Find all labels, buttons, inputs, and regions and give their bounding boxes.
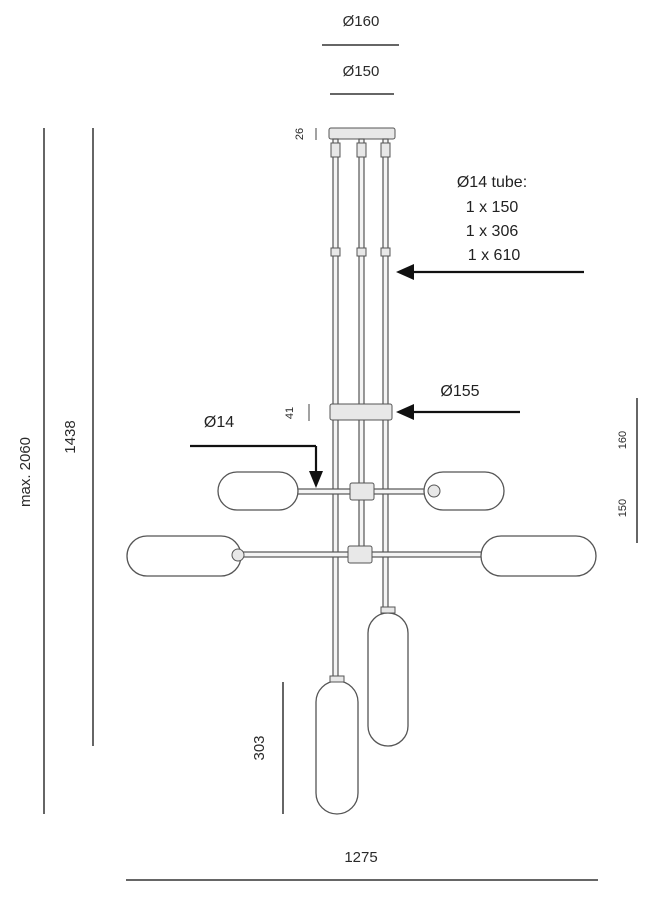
- upper-arm-hub: [349, 482, 375, 501]
- lower-right-glass-shade: [480, 535, 597, 577]
- tube-note-line: 1 x 610: [468, 247, 521, 264]
- canopy-height-label: 26: [294, 128, 306, 140]
- total-width-label: 1275: [344, 849, 377, 866]
- hanging-left-socket: [329, 675, 345, 683]
- ceiling-canopy: [328, 127, 396, 140]
- max-height-label: max. 2060: [17, 437, 34, 507]
- upper-right-socket: [427, 484, 441, 498]
- upper-right-glass-shade: [423, 471, 505, 511]
- ring-collar: [329, 403, 393, 421]
- tube-note-line: 1 x 306: [466, 223, 519, 240]
- tube-connector: [380, 142, 391, 158]
- upper-left-glass-shade: [217, 471, 299, 511]
- lower-left-socket: [231, 548, 245, 562]
- tube-connector: [356, 142, 367, 158]
- upper-arm-spacing-label: 160: [617, 431, 629, 449]
- lower-arm-hub: [347, 545, 373, 564]
- ring-diameter-label: Ø155: [440, 383, 479, 400]
- canopy-inner-diameter-label: Ø150: [343, 63, 380, 80]
- right-suspension-tube: [382, 138, 389, 610]
- tube-note-line: 1 x 150: [466, 199, 519, 216]
- lower-arm-spacing-label: 150: [617, 499, 629, 517]
- arrow-head-icon: [309, 471, 323, 488]
- hanging-left-glass-shade: [315, 680, 359, 815]
- hanging-right-socket: [380, 606, 396, 614]
- hanging-right-glass-shade: [367, 612, 409, 747]
- arm-diameter-label: Ø14: [204, 414, 234, 431]
- tube-note-title: Ø14 tube:: [457, 174, 527, 191]
- shade-length-label: 303: [251, 735, 268, 760]
- lower-left-glass-shade: [126, 535, 242, 577]
- arrow-head-icon: [396, 404, 414, 420]
- tube-connector: [330, 142, 341, 158]
- tube-joint: [380, 247, 391, 257]
- body-height-label: 1438: [62, 420, 79, 453]
- canopy-outer-diameter-label: Ø160: [343, 13, 380, 30]
- tube-joint: [356, 247, 367, 257]
- tube-joint: [330, 247, 341, 257]
- arrow-head-icon: [396, 264, 414, 280]
- ring-height-label: 41: [284, 407, 296, 419]
